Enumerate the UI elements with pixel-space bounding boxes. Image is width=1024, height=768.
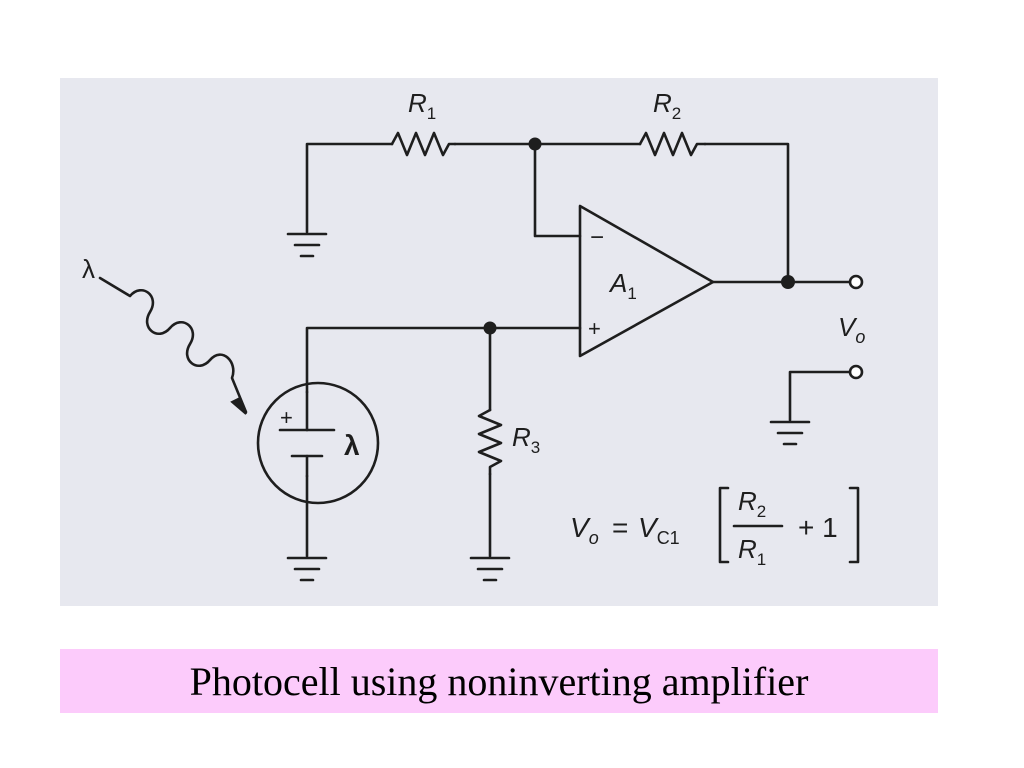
cell-plus-sign: + [280, 405, 293, 430]
caption-bar: Photocell using noninverting amplifier [60, 649, 938, 713]
label-vo: Vo [838, 312, 865, 347]
formula-lhs: Vo [570, 512, 599, 548]
ground-symbol-output [769, 420, 811, 446]
label-r1: R1 [408, 88, 436, 123]
resistor-r3 [477, 408, 503, 476]
output-terminal-top [848, 274, 864, 290]
output-terminal-bottom [848, 364, 864, 380]
junction-dot-feedback [528, 137, 542, 151]
light-wave [98, 276, 248, 414]
wire-r2-output [703, 142, 790, 284]
formula-denominator: R1 [738, 534, 766, 569]
wire-output-ground [788, 370, 852, 422]
diagram-panel [60, 78, 938, 606]
ground-symbol-cell [286, 556, 328, 582]
label-r3: R3 [512, 422, 540, 457]
photocell-circle [256, 381, 380, 505]
ground-symbol-r3 [469, 556, 511, 582]
wire-feedback-node [533, 142, 582, 238]
cell-lambda-label: λ [344, 430, 360, 461]
opamp-triangle [578, 204, 715, 358]
junction-dot-r3 [483, 321, 497, 335]
resistor-r2 [638, 131, 707, 157]
label-r2: R2 [653, 88, 681, 123]
resistor-r1 [390, 131, 457, 157]
formula-left-bracket [718, 486, 730, 564]
opamp-label: A1 [608, 268, 637, 303]
formula-equals: = [612, 512, 628, 543]
formula-vc: VC1 [638, 512, 680, 548]
light-arrowhead [230, 396, 247, 415]
formula-numerator: R2 [738, 486, 766, 521]
inverting-sign: − [590, 224, 604, 251]
wires [305, 142, 852, 558]
caption-text: Photocell using noninverting amplifier [189, 658, 809, 704]
formula-plus-one: + 1 [798, 512, 838, 543]
gain-formula: Vo = VC1 R2 R1 + 1 [570, 486, 860, 569]
noninverting-sign: + [588, 316, 601, 341]
wire-noninverting [305, 326, 582, 394]
wire-ground-r1 [305, 142, 394, 234]
ground-symbol-left-top [286, 232, 328, 258]
formula-right-bracket [848, 486, 860, 564]
junction-dot-output [781, 275, 795, 289]
light-lambda-label: λ [82, 254, 95, 284]
